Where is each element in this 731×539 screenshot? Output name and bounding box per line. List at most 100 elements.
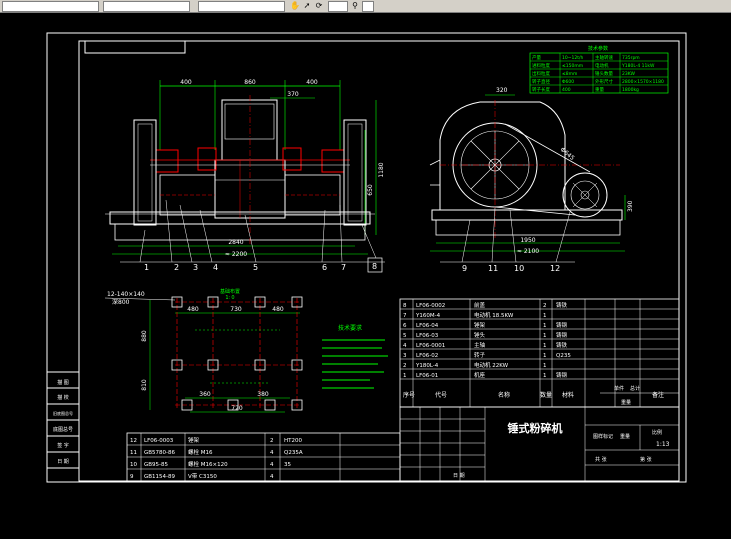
dim-text: 880 xyxy=(141,330,148,342)
parts-cell: 1 xyxy=(403,373,407,379)
parts-cell: 6 xyxy=(403,323,407,329)
parts-cell: 7 xyxy=(403,313,407,319)
toolbar-field[interactable] xyxy=(198,1,285,12)
parts-cell: 螺栓 M16×120 xyxy=(188,460,228,468)
parts-cell: GB1154-89 xyxy=(144,474,176,480)
leader-number: 11 xyxy=(488,264,498,273)
sheet-count: 共 张 xyxy=(595,456,607,463)
parts-cell: LF06-02 xyxy=(416,353,438,359)
parts-cell: 铸铁 xyxy=(556,341,568,349)
arrow-icon[interactable]: ➚ xyxy=(303,1,311,10)
parts-cell: V带 C3150 xyxy=(188,473,217,480)
pan-icon[interactable]: ✋ xyxy=(290,1,300,10)
drawing-number-box xyxy=(84,40,186,54)
parts-cell: 锤架 xyxy=(188,436,200,444)
parts-cell: 1 xyxy=(543,353,547,359)
left-block-text: 底图总号 xyxy=(53,426,73,433)
dim-text: 650 xyxy=(367,184,374,196)
toolbar-field[interactable] xyxy=(328,1,348,12)
parts-header: 备注 xyxy=(652,391,664,399)
parts-cell: 12 xyxy=(130,438,137,444)
dim-text: ≈ 2200 xyxy=(225,251,247,258)
dim-text: 320 xyxy=(496,87,508,94)
toolbar-divider xyxy=(0,12,731,13)
dim-text: 480 xyxy=(187,306,199,313)
parts-cell: 5 xyxy=(403,333,407,339)
dim-text: 370 xyxy=(287,91,299,98)
viewer-toolbar: ✋ ➚ ⟳ ⚲ xyxy=(0,0,731,12)
sheet-number: 第 张 xyxy=(640,456,652,463)
foundation-note: 12-140×140 xyxy=(107,291,145,298)
parts-cell: LF06-0002 xyxy=(416,303,445,309)
leader-number: 12 xyxy=(550,264,560,273)
dim-text: 360 xyxy=(199,391,211,398)
spec-cell: 主轴转速 xyxy=(595,54,613,61)
parts-cell: Y180L-4 xyxy=(415,363,439,369)
leader-number: 6 xyxy=(322,263,327,272)
leader-number: 1 xyxy=(144,263,149,272)
leader-number: 3 xyxy=(193,263,198,272)
parts-cell: GB95-85 xyxy=(144,462,169,468)
spec-cell: ≤150mm xyxy=(562,63,583,69)
parts-cell: 铸钢 xyxy=(556,371,568,379)
parts-cell: 1 xyxy=(543,323,547,329)
leader-number: 2 xyxy=(174,263,179,272)
parts-cell: 3 xyxy=(403,353,407,359)
parts-header: 序号 xyxy=(403,391,415,399)
dim-text: ≈ 2100 xyxy=(517,248,539,255)
dim-text: 810 xyxy=(141,379,148,391)
title-block-label: 比例 xyxy=(652,429,662,436)
parts-cell: 1 xyxy=(543,333,547,339)
parts-cell: 9 xyxy=(130,474,134,480)
leader-number: 4 xyxy=(213,263,218,272)
scale: 1:13 xyxy=(656,441,670,448)
parts-cell: 1 xyxy=(543,343,547,349)
title-block-label: 重量 xyxy=(620,433,630,440)
left-block-text: 签 字 xyxy=(57,442,69,449)
spec-title: 技术参数 xyxy=(588,45,608,52)
parts-cell: 2 xyxy=(543,303,547,309)
toolbar-field[interactable] xyxy=(2,1,99,12)
spec-cell: 电动机 xyxy=(595,62,609,69)
parts-cell: HT200 xyxy=(284,438,302,444)
parts-cell: LF06-03 xyxy=(416,333,439,339)
parts-header: 总计 xyxy=(630,385,640,392)
leader-number: 9 xyxy=(462,264,467,273)
parts-cell: 1 xyxy=(543,313,547,319)
parts-cell: 螺栓 M16 xyxy=(188,448,213,456)
tech-notes-title: 技术要求 xyxy=(338,324,362,332)
spec-cell: 产量 xyxy=(532,54,541,61)
refresh-icon[interactable]: ⟳ xyxy=(315,1,323,10)
cad-drawing[interactable]: 描 图 描 校 旧底图总号 底图总号 签 字 日 期 400 860 400 3… xyxy=(0,13,731,539)
inner-frame xyxy=(78,40,680,482)
dim-text: 400 xyxy=(306,79,318,86)
spec-table: 技术参数 产量 10~12t/h 主轴转速 735rpm 进料粒度 ≤150mm… xyxy=(529,45,669,94)
spec-cell: 400 xyxy=(562,87,571,93)
spec-cell: 出料粒度 xyxy=(532,70,550,77)
tech-notes: 技术要求 xyxy=(322,324,388,389)
left-block-text: 日 期 xyxy=(57,459,69,465)
parts-cell: 1 xyxy=(543,373,547,379)
parts-cell: Q235 xyxy=(556,353,571,359)
parts-cell: 4 xyxy=(403,343,407,349)
spec-cell: Φ600 xyxy=(562,79,574,85)
parts-cell: LF06-0003 xyxy=(144,438,174,444)
dim-text: Φ645 xyxy=(559,146,576,162)
parts-header: 名称 xyxy=(498,391,510,399)
parts-cell: 4 xyxy=(270,450,274,456)
parts-cell: GB5780-86 xyxy=(144,450,176,456)
spec-cell: 重量 xyxy=(595,86,604,93)
toolbar-field[interactable] xyxy=(362,1,374,12)
parts-cell: 35 xyxy=(284,462,291,468)
toolbar-field[interactable] xyxy=(103,1,190,12)
dim-text: 390 xyxy=(627,200,634,212)
front-view: 400 860 400 370 1180 650 xyxy=(105,79,385,273)
foundation-plan: 12-140×140 深800 基础布置 1∶ 0 480 730 480 88… xyxy=(104,288,303,413)
left-block-text: 旧底图总号 xyxy=(53,410,73,416)
left-block-text: 描 校 xyxy=(57,394,69,401)
parts-cell: 机座 xyxy=(474,371,486,379)
search-icon[interactable]: ⚲ xyxy=(352,1,358,10)
parts-header: 材料 xyxy=(562,391,574,399)
parts-cell: 11 xyxy=(130,450,137,456)
dim-text: 400 xyxy=(180,79,192,86)
